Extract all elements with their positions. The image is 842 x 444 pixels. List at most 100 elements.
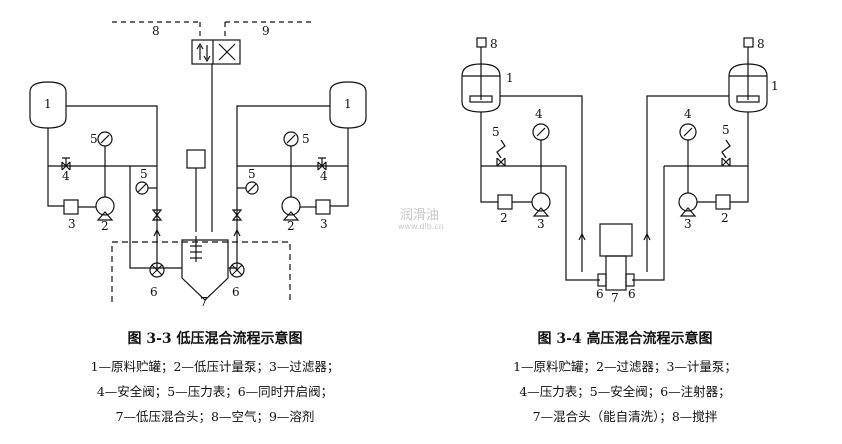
mix-head-high [597, 223, 635, 291]
mix-head-low [181, 236, 229, 301]
hp-pipe-right-down [730, 112, 749, 203]
hp-safety-left [496, 157, 506, 167]
label-hp-pump-left: 3 [537, 217, 545, 231]
hp-safety-right-spring [721, 139, 731, 159]
label-gauge-cr: 5 [248, 167, 256, 181]
right-caption: 图 3-4 高压混合流程示意图 1—原料贮罐；2—过滤器；3—计量泵； 4—压力… [440, 328, 810, 425]
stirrer-right-box [743, 37, 754, 48]
valve-vertical-left [151, 209, 163, 221]
label-safety-left: 4 [62, 169, 70, 183]
label-hp-inj-right: 6 [628, 287, 636, 301]
label-hp-pump-right: 3 [684, 217, 692, 231]
pipe-left-return [66, 105, 158, 240]
tank-right-label: 1 [344, 97, 352, 111]
hp-safety-left-spring [496, 139, 506, 159]
tank-left: 1 [29, 81, 67, 129]
valve-vertical-right [231, 209, 243, 221]
safety-valve-left [61, 157, 71, 171]
label-hp-mixhead: 7 [611, 291, 619, 305]
hp-arrow-left [578, 232, 586, 241]
hp-pump-left-base [532, 207, 550, 217]
switch-valve-box [191, 39, 241, 65]
hp-pipe-left-down [480, 112, 498, 203]
recirc-left [129, 166, 157, 269]
label-safety-right: 4 [320, 169, 328, 183]
label-gauge-right: 5 [302, 132, 310, 146]
tank-hp-right-label: 1 [771, 79, 779, 93]
label-filter-left: 3 [68, 217, 76, 231]
tank-hp-left: 1 [461, 63, 514, 113]
label-gauge-left: 5 [90, 132, 98, 146]
label-filter-right: 3 [320, 217, 328, 231]
pump-left-base [96, 211, 114, 221]
hp-pipe-left-feed [565, 166, 600, 281]
hp-pump-right-base [679, 207, 697, 217]
label-hp-gauge-left: 4 [535, 107, 543, 121]
label-stirrer-left: 8 [490, 37, 498, 51]
hp-gauge-right-needle [683, 127, 693, 137]
switch-up-arrow [196, 42, 204, 60]
pipe-right-return [236, 105, 330, 240]
switch-down-arrow [203, 45, 211, 63]
switch-cross [218, 43, 236, 61]
gauge-cl-needle [137, 183, 147, 193]
label-hp-safety-left: 5 [492, 125, 500, 139]
watermark-line2: www.dlb.cn [398, 222, 444, 231]
tank-hp-left-label: 1 [506, 71, 514, 85]
right-figure-title: 图 3-4 高压混合流程示意图 [537, 331, 713, 347]
label-air: 8 [152, 24, 160, 38]
pipe-left-tank-down [47, 128, 64, 207]
left-legend-line-3: 7—低压混合头；8—空气；9—溶剂 [115, 409, 315, 424]
hp-filter-right [715, 194, 731, 210]
label-valve-right: 6 [232, 285, 240, 299]
gauge-cr-needle [247, 183, 257, 193]
arrow-up-right [233, 228, 241, 237]
low-pressure-diagram: 8 9 1 1 4 5 3 [29, 21, 367, 309]
hp-pipe-right-bypass [687, 140, 748, 167]
valve-6-right [229, 262, 245, 278]
hp-arrow-right [643, 232, 651, 241]
arrow-up-left [153, 228, 161, 237]
tank-left-label: 1 [44, 97, 52, 111]
gauge-right-needle [286, 134, 296, 144]
label-gauge-cl: 5 [140, 167, 148, 181]
hp-pipe-right-feed [632, 166, 665, 281]
label-hp-filter-right: 2 [721, 211, 729, 225]
air-solvent-drop [199, 22, 226, 38]
hp-pipe-left-bypass [481, 140, 542, 167]
stirrer-left-box [476, 37, 487, 48]
label-mixhead-low: 7 [200, 295, 208, 309]
label-solvent: 9 [262, 24, 270, 38]
filter-left [63, 199, 79, 215]
label-pump-left: 2 [101, 219, 109, 233]
tank-right: 1 [329, 81, 367, 129]
filter-right [315, 199, 331, 215]
label-hp-filter-left: 2 [500, 211, 508, 225]
left-caption: 图 3-3 低压混合流程示意图 1—原料贮罐；2—低压计量泵；3—过滤器； 4—… [30, 328, 400, 425]
pump-right-base [282, 211, 300, 221]
label-hp-gauge-right: 4 [684, 107, 692, 121]
right-legend-line-3: 7—混合头（能自清洗）；8—搅拌 [532, 409, 718, 424]
dashed-enclosure [111, 241, 291, 302]
gauge-left-needle [100, 134, 110, 144]
tank-hp-right: 1 [728, 63, 779, 113]
pipe-valve-right-in [228, 240, 238, 269]
left-figure-title: 图 3-3 低压混合流程示意图 [127, 331, 303, 347]
watermark-url: www.dlb.cn [398, 222, 444, 231]
high-pressure-diagram: 8 8 1 1 5 4 2 3 [461, 37, 779, 305]
left-legend-line-2: 4—安全阀；5—压力表；6—同时开启阀； [96, 384, 334, 399]
label-hp-inj-left: 6 [596, 287, 604, 301]
motor-box [186, 149, 206, 169]
safety-valve-right [317, 157, 327, 171]
pipe-right-tank-down [330, 128, 349, 207]
hp-gauge-left [532, 123, 550, 141]
watermark: 润滑油 [400, 204, 439, 223]
watermark-line1: 润滑油 [400, 208, 440, 223]
label-valve-left: 6 [150, 285, 158, 299]
hp-pipe-left-return [500, 95, 583, 272]
label-pump-right: 2 [287, 219, 295, 233]
hp-gauge-left-needle [536, 127, 546, 137]
hp-safety-right [721, 157, 731, 167]
label-hp-safety-right: 5 [722, 123, 730, 137]
